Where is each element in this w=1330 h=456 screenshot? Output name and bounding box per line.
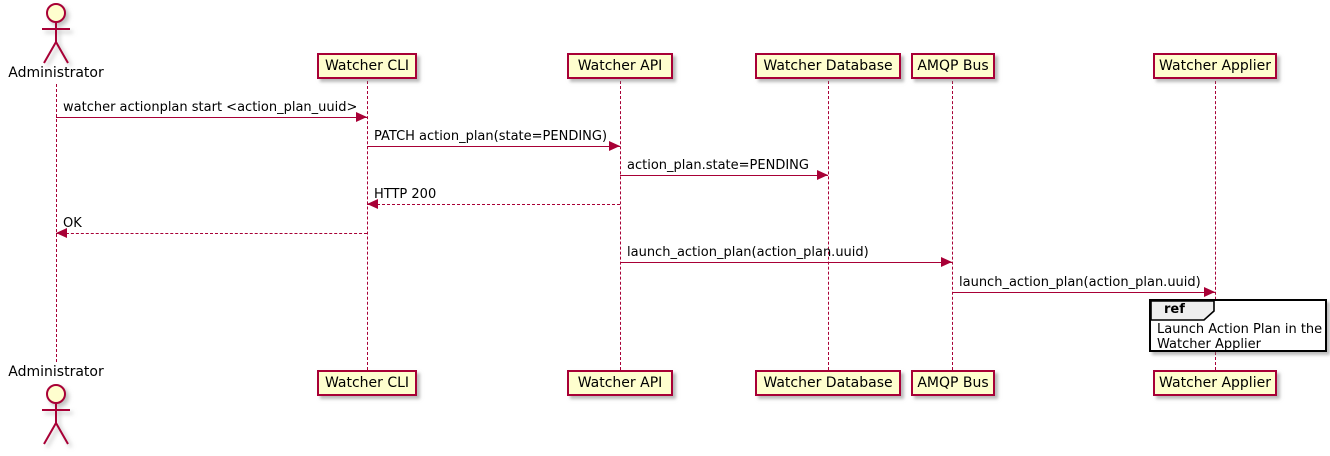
lifeline-administrator [56,84,57,362]
ref-fragment: ref Launch Action Plan in the Watcher Ap… [1149,299,1327,352]
lifeline-watcher-api [620,81,621,370]
participant-box-watcher-applier-top: Watcher Applier [1153,53,1277,79]
arrowhead-right-icon [609,141,620,151]
arrowhead-left-icon [367,199,378,209]
message-label: HTTP 200 [374,187,437,202]
message-ok: OK [56,215,367,238]
participant-box-amqp-bus-bottom: AMQP Bus [911,370,995,396]
arrowhead-left-icon [56,228,67,238]
participant-box-amqp-bus-top: AMQP Bus [911,53,995,79]
lifeline-amqp-bus [952,81,953,370]
actor-label-administrator-bottom: Administrator [8,364,104,380]
message-label: OK [63,216,82,231]
ref-text-line2: Watcher Applier [1157,337,1261,352]
message-http-200: HTTP 200 [367,186,620,209]
message-label: launch_action_plan(action_plan.uuid) [959,275,1201,290]
message-label: launch_action_plan(action_plan.uuid) [627,245,869,260]
message-launch-action-plan-applier: launch_action_plan(action_plan.uuid) [952,274,1215,297]
message-label: watcher actionplan start <action_plan_uu… [63,100,358,115]
arrowhead-right-icon [1204,287,1215,297]
lifeline-watcher-applier [1215,81,1216,370]
message-action-plan-state: action_plan.state=PENDING [620,157,828,180]
ref-text: Launch Action Plan in the Watcher Applie… [1157,322,1322,352]
participant-box-watcher-database-top: Watcher Database [755,53,901,79]
administrator-actor-icon [42,3,70,64]
arrowhead-right-icon [356,112,367,122]
lifeline-watcher-cli [367,81,368,370]
actor-label-administrator-top: Administrator [8,65,104,81]
administrator-actor-icon [42,384,70,445]
ref-keyword: ref [1164,302,1185,317]
participant-box-watcher-database-bottom: Watcher Database [755,370,901,396]
message-actionplan-start: watcher actionplan start <action_plan_uu… [56,99,367,122]
message-label: action_plan.state=PENDING [627,158,809,173]
lifeline-watcher-database [828,81,829,370]
ref-text-line1: Launch Action Plan in the [1157,322,1323,337]
message-patch-action-plan: PATCH action_plan(state=PENDING) [367,128,620,151]
participant-box-watcher-api-top: Watcher API [567,53,673,79]
participant-box-watcher-cli-top: Watcher CLI [317,53,417,79]
participant-box-watcher-cli-bottom: Watcher CLI [317,370,417,396]
arrowhead-right-icon [817,170,828,180]
message-label: PATCH action_plan(state=PENDING) [374,129,608,144]
participant-box-watcher-applier-bottom: Watcher Applier [1153,370,1277,396]
arrowhead-right-icon [941,257,952,267]
participant-box-watcher-api-bottom: Watcher API [567,370,673,396]
message-launch-action-plan-amqp: launch_action_plan(action_plan.uuid) [620,244,952,267]
ref-tab-icon [1150,300,1215,321]
